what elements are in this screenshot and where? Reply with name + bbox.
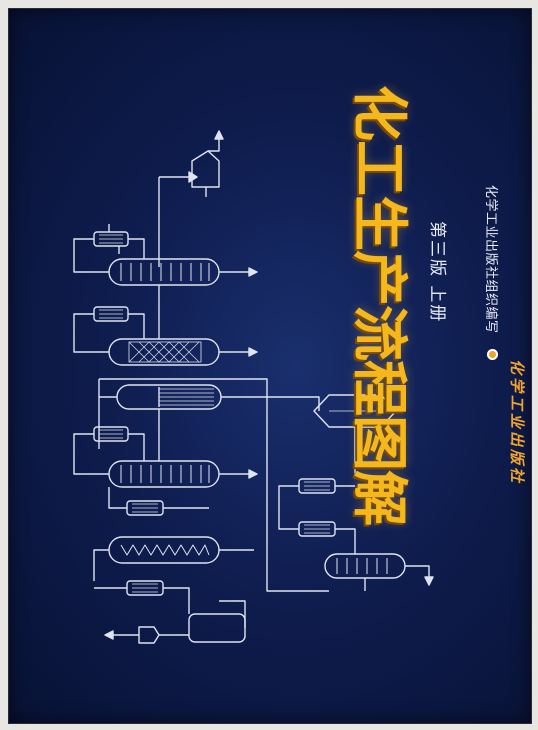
process-flow-diagram — [73, 130, 434, 644]
packed-column — [73, 285, 258, 366]
book-cover: 化工生产流程图解 第三版 上册 化学工业出版社组织编写 化学工业出版社 — [8, 8, 532, 724]
book-title: 化工生产流程图解 — [346, 85, 412, 525]
organizer-text: 化学工业出版社组织编写 — [483, 185, 498, 334]
edition-label: 第三版 上册 — [427, 221, 447, 324]
publisher-logo-icon — [487, 349, 498, 360]
hopper-unit — [158, 130, 224, 267]
side-reactor — [278, 394, 397, 554]
heater-coil — [93, 536, 254, 614]
publisher-name: 化学工业出版社 — [508, 359, 526, 486]
distillation-column-2 — [73, 409, 258, 516]
feed-drum — [104, 600, 246, 644]
distillation-column-3 — [324, 553, 434, 591]
distillation-column-1 — [73, 224, 258, 286]
